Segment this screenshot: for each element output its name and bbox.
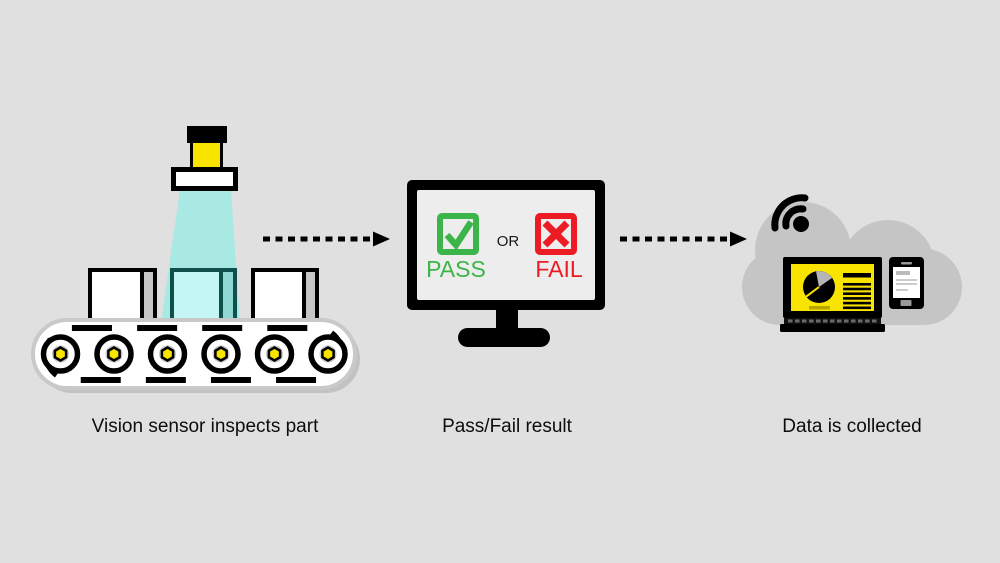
dashed-arrow-icon-1 [263,231,390,247]
vision-sensor-camera-icon [171,126,238,191]
result-monitor-illustration: PASS OR FAIL [407,180,605,347]
conveyor-roller-icon [151,337,185,371]
monitor-stand-neck [496,310,518,331]
part-box-right [251,268,319,323]
monitor-stand-base [458,328,550,347]
conveyor-roller-icon [97,337,131,371]
conveyor-roller-icon [44,337,78,371]
caption-pass-fail-result: Pass/Fail result [442,416,572,437]
report-lines [843,273,871,310]
smartphone-icon [889,257,924,309]
fail-cross-icon [535,213,577,255]
pie-chart-icon [803,271,835,310]
or-label: OR [497,233,520,250]
part-box-left [88,268,157,323]
fail-label: FAIL [535,256,583,282]
caption-vision-station: Vision sensor inspects part [91,416,319,437]
laptop-base [780,324,885,332]
wifi-icon [771,194,809,232]
conveyor-roller-icon [311,337,345,371]
dashed-arrow-icon-2 [620,231,747,247]
vision-station-illustration [31,126,360,393]
conveyor-roller-icon [204,337,238,371]
caption-data-collection: Data is collected [782,416,922,437]
laptop-icon [780,257,885,332]
part-box-inspected [170,268,237,323]
pass-checkbox-icon [437,213,479,255]
conveyor-roller-icon [258,337,292,371]
cloud-illustration [742,194,962,332]
pass-label: PASS [426,256,486,282]
